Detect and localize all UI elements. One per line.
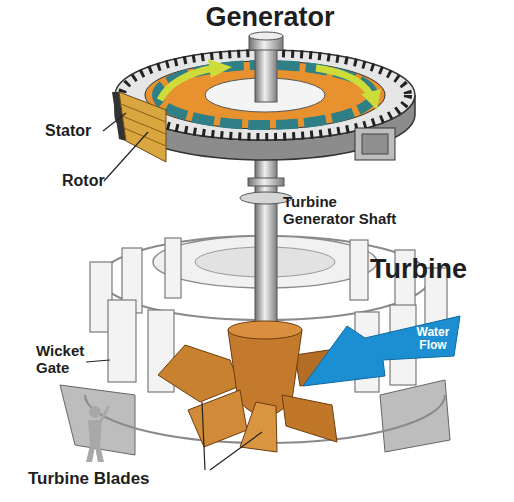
leader-line <box>103 113 126 131</box>
winding-line <box>121 104 166 122</box>
flow-arrow-body <box>303 316 460 386</box>
leader-lines <box>86 113 262 470</box>
leader-line <box>210 432 262 470</box>
rotor-cutaway <box>119 92 166 162</box>
turbine-blade <box>188 390 247 447</box>
wicket-gate-plate <box>350 240 368 300</box>
leader-line <box>202 402 205 470</box>
stator-block <box>355 128 395 160</box>
upper-shaft <box>255 46 277 102</box>
person-head <box>89 406 101 418</box>
person-body <box>86 420 104 462</box>
part-name: Turbine Generator Shaft <box>283 194 408 227</box>
stay-ring-block <box>380 380 450 452</box>
runner-hub-top <box>228 321 302 339</box>
leader-line <box>104 132 148 181</box>
person-silhouette <box>86 406 109 462</box>
part-name: Stator <box>45 122 115 140</box>
shaft-coupling <box>248 178 284 186</box>
part-heading: Generator <box>190 3 350 33</box>
rotation-arrow <box>160 68 214 100</box>
part-name: Rotor <box>62 172 122 190</box>
flow-label: Water Flow <box>407 326 459 352</box>
rotation-arrow-head <box>361 89 381 110</box>
leader-line <box>86 360 110 362</box>
winding-line <box>124 128 166 146</box>
rotation-arrow-head <box>208 59 232 78</box>
rotation-arrow <box>316 68 370 94</box>
rotor-windings <box>121 104 166 146</box>
flow-arrow: Water Flow <box>303 314 463 390</box>
part-name: Turbine Blades <box>28 470 198 489</box>
part-name: Wicket Gate <box>36 343 96 376</box>
part-heading: Turbine <box>370 255 500 285</box>
turbine-blade <box>158 345 240 402</box>
wicket-gate-plate <box>165 238 181 298</box>
wicket-gate-plate <box>108 300 136 382</box>
shaft-cap-top <box>249 32 283 40</box>
turbine-blade <box>282 395 337 442</box>
winding-line <box>122 116 166 134</box>
stator-block-face <box>362 134 388 154</box>
person-arm <box>100 406 109 422</box>
